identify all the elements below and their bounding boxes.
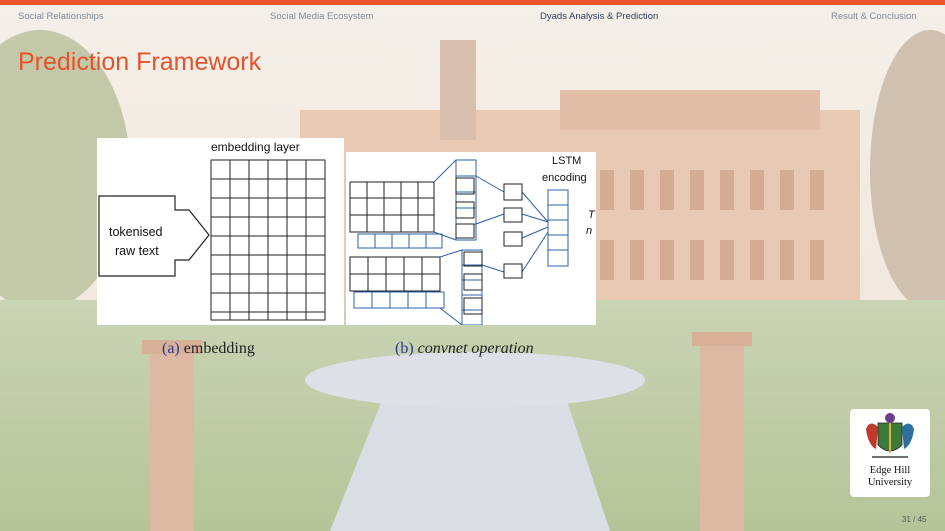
- logo-text-line2: University: [867, 477, 913, 488]
- page-number: 31 / 45: [902, 515, 927, 524]
- convnet-figure: LSTM encoding T n: [346, 152, 596, 326]
- logo-text-line1: Edge Hill: [869, 465, 911, 476]
- cut-text-1: T: [588, 209, 596, 221]
- nav-item-result-conclusion[interactable]: Result & Conclusion: [831, 11, 917, 22]
- caption-b: (b) convnet operation: [395, 340, 534, 358]
- caption-a: (a) embedding: [162, 340, 255, 358]
- caption-a-text: embedding: [183, 340, 255, 357]
- nav-item-social-relationships[interactable]: Social Relationships: [18, 11, 104, 22]
- caption-b-label: (b): [395, 340, 414, 357]
- university-logo: Edge Hill University: [850, 409, 930, 497]
- input-label-line2: raw text: [115, 244, 159, 258]
- lstm-label-line1: LSTM: [552, 155, 581, 167]
- embedding-grid: [210, 159, 326, 321]
- lstm-label-line2: encoding: [542, 172, 587, 184]
- nav-item-social-media-ecosystem[interactable]: Social Media Ecosystem: [270, 11, 374, 22]
- cut-text-2: n: [586, 225, 592, 237]
- slide-title: Prediction Framework: [18, 48, 262, 76]
- caption-a-label: (a): [162, 340, 180, 357]
- top-accent-bar: [0, 0, 945, 5]
- nav-item-dyads-analysis[interactable]: Dyads Analysis & Prediction: [540, 11, 659, 22]
- crest-icon: [866, 413, 914, 458]
- caption-b-text: convnet operation: [417, 340, 534, 357]
- embedding-layer-heading: embedding layer: [211, 140, 300, 154]
- embedding-figure: embedding layer tokenised raw text: [97, 138, 344, 325]
- input-label-line1: tokenised: [109, 225, 163, 239]
- input-arrow-shape: [98, 195, 210, 277]
